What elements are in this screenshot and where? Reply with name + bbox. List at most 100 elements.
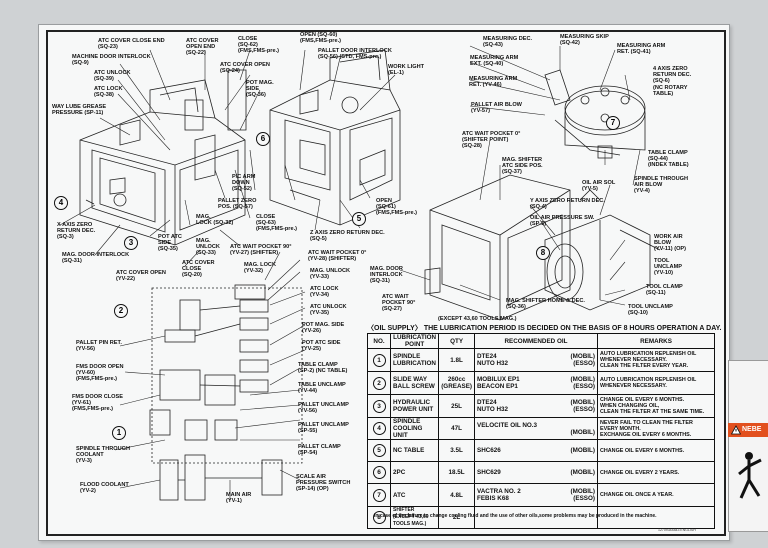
warning-triangle-icon [731, 425, 741, 435]
label-measuring-skip: MEASURING SKIP (SQ-42) [560, 34, 609, 47]
oil-name-a: VELOCITE OIL NO.3 [477, 421, 538, 429]
label-tool-unclamp-sq10: TOOL UNCLAMP (SQ-10) [628, 304, 673, 317]
machine-rear-view [269, 49, 401, 226]
col-oil: RECOMMENDED OIL [474, 333, 598, 349]
oil-brand-a: (MOBIL) [570, 399, 595, 406]
lubrication-point: HYDRAULIC POWER UNIT [389, 394, 440, 418]
warning-figure-icon [738, 452, 762, 499]
spindle-view [544, 189, 661, 311]
lubrication-point: SHIFTER (EXCEPT 43,60 TOOLS MAG.) [389, 506, 440, 529]
oil-supply-heading: 〈OIL SUPPLY〉 THE LUBRICATION PERIOD IS D… [367, 323, 721, 333]
label-pot-atc-side-sq35: POT ATC SIDE (SQ-35) [158, 234, 182, 253]
label-close-sq63: CLOSE (SQ-63) (FMS,FMS-pre.) [256, 214, 298, 233]
lubrication-point: NC TABLE [389, 439, 440, 462]
oil-brand-b: (ESSO) [573, 383, 595, 390]
label-flood-coolant: FLOOD COOLANT (YV-2) [80, 482, 129, 495]
label-except-tools: (EXCEPT 43,60 TOOLS MAG.) [438, 316, 517, 322]
warning-sticker [728, 360, 768, 532]
row-number-badge: 7 [372, 488, 386, 502]
label-atc-wait-pocket-0-yv28: ATC WAIT POCKET 0° (YV-28) (SHIFTER) [308, 250, 367, 263]
row-number-badge: 8 [372, 511, 386, 524]
callout-3: 3 [124, 236, 138, 250]
recommended-oil: DTE24(MOBIL)NUTO H32(ESSO) [474, 394, 598, 418]
col-point: LUBRICATION POINT [389, 333, 440, 349]
oil-brand-a: (MOBIL) [570, 488, 595, 495]
label-open-sq61: OPEN (SQ-61) (FMS,FMS-pre.) [376, 198, 418, 217]
label-machine-door-interlock: MACHINE DOOR INTERLOCK (SQ-9) [72, 54, 151, 67]
oil-name-a: DTE24 [477, 353, 497, 360]
quantity: 18.5L [438, 461, 475, 484]
recommended-oil: DTE24(MOBIL)NUTO H32(ESSO) [474, 348, 598, 372]
label-atc-unlock: ATC UNLOCK (SQ-39) [94, 70, 131, 83]
oil-name-a: VACTRA NO. 2 [477, 488, 521, 495]
callout-1: 1 [112, 426, 126, 440]
label-atc-cover-open-sq24: ATC COVER OPEN (SQ-24) [220, 62, 270, 75]
remarks: CHANGE OIL ONCE A YEAR. [597, 483, 715, 507]
label-work-air-blow: WORK AIR BLOW (YV-11) (OP) [654, 234, 687, 253]
remarks: NEVER FAIL TO CLEAN THE FILTER EVERY MON… [597, 417, 715, 440]
oil-brand-a: (MOBIL) [570, 376, 595, 383]
callout-6: 6 [256, 132, 270, 146]
label-x-axis-zero: X AXIS ZERO RETURN DEC. (SQ-3) [57, 222, 96, 241]
recommended-oil: MOBILUX EP1(MOBIL)BEACON EP1(ESSO) [474, 371, 598, 395]
label-spindle-through-coolant: SPINDLE THROUGH COOLANT (YV-3) [76, 446, 131, 465]
label-open-sq60: OPEN (SQ-60) (FMS,FMS-pre.) [300, 32, 342, 45]
lubrication-point: SPINDLE COOLING UNIT [389, 417, 440, 440]
label-fms-door-close: FMS DOOR CLOSE (YV-61) (FMS,FMS-pre.) [72, 394, 123, 413]
remarks: CHANGE OIL EVERY 6 MONTHS. [597, 439, 715, 462]
label-main-air: MAIN AIR (YV-1) [226, 492, 252, 505]
label-pallet-pin-ret: PALLET PIN RET. (YV-56) [76, 340, 122, 353]
recommended-oil: SHC629(MOBIL) [474, 461, 598, 484]
label-spindle-through-air-blow: SPINDLE THROUGH AIR BLOW (YV-4) [634, 176, 689, 195]
oil-brand-a: (MOBIL) [570, 353, 595, 360]
oil-brand-a: (MOBIL) [570, 469, 595, 476]
row-number-badge: 2 [372, 376, 386, 390]
label-mag-door-interlock-right: MAG. DOOR INTERLOCK (SQ-31) [370, 266, 403, 285]
row-number: 2 [367, 371, 391, 395]
lubrication-point: ATC [389, 483, 440, 507]
quantity: 260cc (GREASE) [438, 371, 475, 395]
remarks: CHANGE OIL EVERY 6 MONTHS. WHEN CHANGING… [597, 394, 715, 418]
leader-lines [59, 45, 641, 500]
oil-brand-a: (MOBIL) [570, 447, 595, 454]
quantity: 47L [438, 417, 475, 440]
label-atc-lock: ATC LOCK (SQ-38) [94, 86, 123, 99]
row-number-badge: 3 [372, 399, 386, 413]
quantity: 4.8L [438, 483, 475, 507]
table-header-row: NO. LUBRICATION POINT QTY RECOMMENDED OI… [367, 333, 715, 349]
label-pallet-air-blow: PALLET AIR BLOW (YV-57) [471, 102, 522, 115]
oil-name-b: NUTO H32 [477, 406, 509, 413]
label-measuring-arm-ret-sq41: MEASURING ARM RET. (SQ-41) [617, 43, 666, 56]
label-atc-lock-yv34: ATC LOCK (YV-34) [310, 286, 339, 299]
label-measuring-dec: MEASURING DEC. (SQ-43) [483, 36, 533, 49]
oil-brand-b: (MOBIL) [570, 428, 595, 436]
label-pc-arm-down: P/C ARM DOWN (SQ-52) [232, 174, 256, 193]
oil-name-b: BEACON EP1 [477, 383, 518, 390]
label-mag-lock-yv32: MAG. LOCK (YV-32) [244, 262, 277, 275]
label-table-unclamp-yv44: TABLE UNCLAMP (YV-44) [298, 382, 346, 395]
label-mag-door-interlock-sq31: MAG. DOOR INTERLOCK (SQ-31) [62, 252, 130, 265]
rotary-table-view [544, 69, 646, 159]
label-measuring-arm-ext: MEASURING ARM EXT. (SQ-40) [470, 55, 519, 68]
oil-brand-b: (ESSO) [573, 406, 595, 413]
oil-name-a: SHC626 [477, 447, 501, 454]
recommended-oil: VACTRA NO. 2(MOBIL)FEBIS K68(ESSO) [474, 483, 598, 507]
row-number: 5 [367, 439, 391, 462]
label-table-clamp-sp2: TABLE CLAMP (SP-2) (NC TABLE) [298, 362, 348, 375]
label-atc-wait-pocket-90-sq27: ATC WAIT POCKET 90° (SQ-27) [382, 294, 416, 313]
row-number-badge: 5 [372, 444, 386, 457]
label-pot-atc-side-yv25: POT ATC SIDE (YV-25) [302, 340, 341, 353]
lubrication-point: SPINDLE LUBRICATION [389, 348, 440, 372]
lubrication-point: 2PC [389, 461, 440, 484]
machine-front-view [79, 69, 247, 246]
oil-name-b: FEBIS K68 [477, 495, 509, 502]
label-table-clamp-sq44: TABLE CLAMP (SQ-44) (INDEX TABLE) [648, 150, 689, 169]
